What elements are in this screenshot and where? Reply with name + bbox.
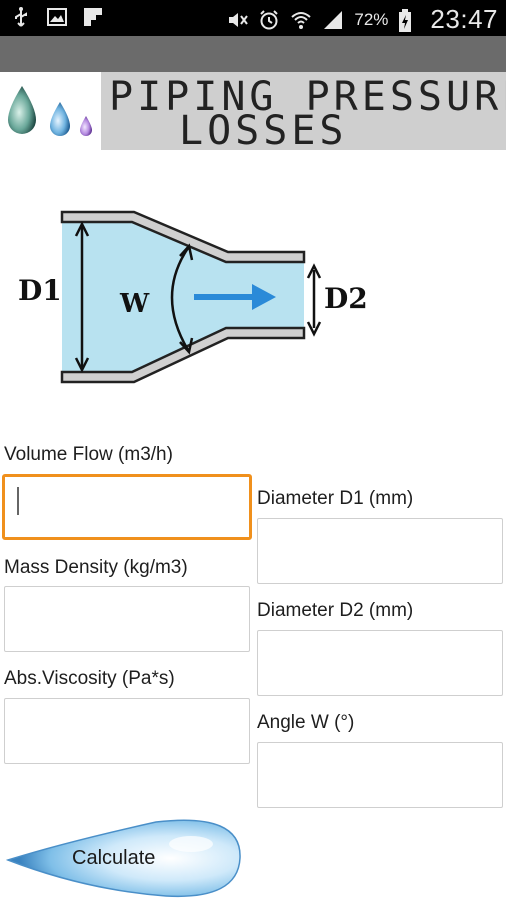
- calculate-button[interactable]: Calculate: [5, 812, 246, 900]
- abs-viscosity-field[interactable]: [4, 698, 250, 764]
- notification-icons: [10, 6, 104, 28]
- diagram-label-d1: D1: [18, 274, 62, 307]
- mute-icon: [226, 9, 249, 31]
- app-header: PIPING PRESSURE LOSSES: [0, 72, 506, 154]
- app-title-banner: PIPING PRESSURE LOSSES: [101, 72, 506, 154]
- water-drops-logo: [0, 72, 100, 150]
- pipe-reducer-diagram: D1 W D2: [14, 200, 374, 400]
- volume-flow-field[interactable]: [2, 474, 252, 540]
- text-caret: [17, 487, 19, 515]
- clock: 23:47: [430, 4, 498, 34]
- alarm-icon: [258, 9, 280, 31]
- usb-icon: [10, 6, 32, 28]
- gallery-icon: [46, 6, 68, 28]
- diagram-label-w: W: [119, 289, 150, 319]
- diameter-d2-label: Diameter D2 (mm): [257, 600, 414, 621]
- calculate-button-label: Calculate: [72, 847, 156, 869]
- wifi-icon: [290, 9, 312, 31]
- mass-density-label: Mass Density (kg/m3): [4, 557, 188, 578]
- app-title-line1: PIPING PRESSURE: [109, 74, 506, 120]
- status-bar: 72% 23:47: [0, 0, 506, 36]
- action-bar: [0, 36, 506, 72]
- mass-density-field[interactable]: [4, 586, 250, 652]
- volume-flow-input[interactable]: [5, 477, 249, 537]
- angle-w-field[interactable]: [257, 742, 503, 808]
- diagram-label-d2: D2: [324, 282, 368, 315]
- diameter-d1-input[interactable]: [258, 519, 502, 583]
- app-title-line2: LOSSES: [179, 108, 348, 154]
- angle-w-input[interactable]: [258, 743, 502, 807]
- abs-viscosity-label: Abs.Viscosity (Pa*s): [4, 668, 175, 689]
- abs-viscosity-input[interactable]: [5, 699, 249, 763]
- system-icons: 72% 23:47: [226, 4, 498, 35]
- battery-percent: 72%: [354, 9, 389, 29]
- diameter-d2-input[interactable]: [258, 631, 502, 695]
- mass-density-input[interactable]: [5, 587, 249, 651]
- diameter-d1-field[interactable]: [257, 518, 503, 584]
- diameter-d2-field[interactable]: [257, 630, 503, 696]
- angle-w-label: Angle W (°): [257, 712, 355, 733]
- water-drop-button-shape: [5, 819, 241, 898]
- diameter-d1-label: Diameter D1 (mm): [257, 488, 414, 509]
- volume-flow-label: Volume Flow (m3/h): [4, 444, 173, 465]
- signal-icon: [322, 9, 344, 31]
- flipboard-icon: [82, 6, 104, 28]
- battery-charging-icon: [398, 8, 420, 32]
